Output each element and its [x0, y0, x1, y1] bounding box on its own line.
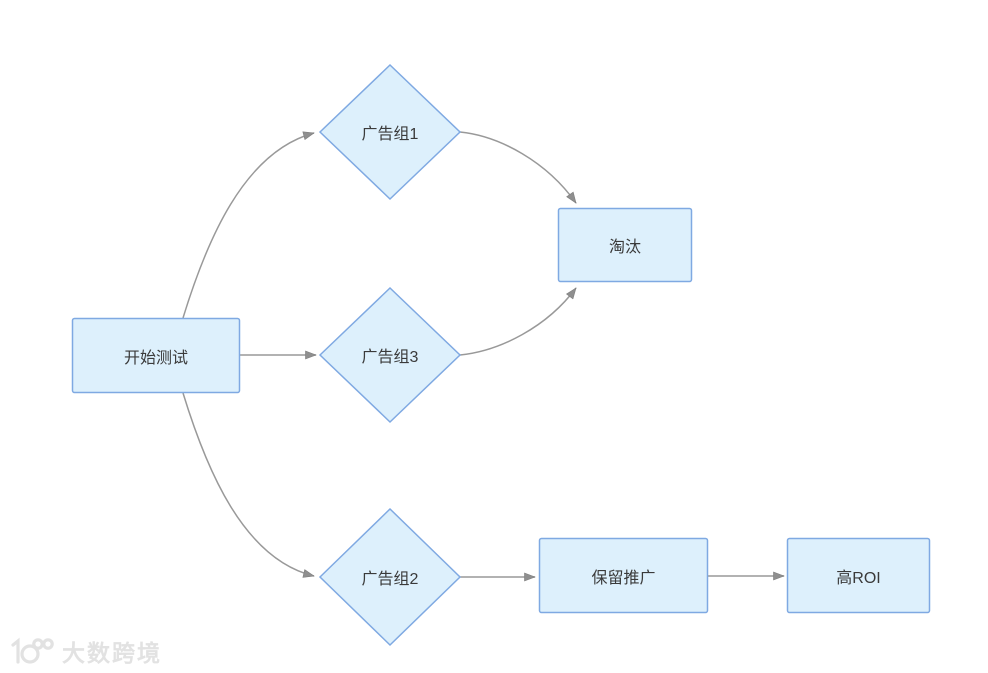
node-shape-high-roi — [786, 537, 931, 614]
edge-adgroup1-to-eliminate — [459, 131, 577, 204]
watermark-logo-icon — [11, 637, 54, 664]
edge-adgroup3-to-eliminate — [459, 287, 577, 356]
watermark-text: 大数跨境 — [62, 640, 162, 666]
node-shape-adgroup2 — [318, 507, 462, 647]
edges-group — [182, 131, 785, 582]
node-shape-adgroup3 — [318, 286, 462, 424]
edge-start-to-adgroup2 — [182, 392, 315, 578]
edge-start-to-adgroup1 — [182, 131, 315, 319]
watermark: 大数跨境 — [8, 634, 162, 668]
node-shape-eliminate — [557, 207, 693, 283]
node-shape-keep-promote — [538, 537, 709, 614]
node-shape-start — [71, 317, 241, 394]
nodes-group — [71, 63, 931, 647]
node-shape-adgroup1 — [318, 63, 462, 201]
